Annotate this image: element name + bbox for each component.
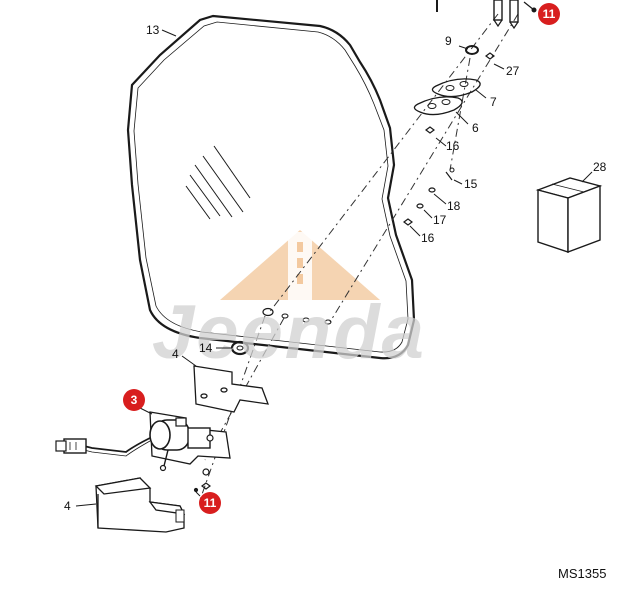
glass-holes (262, 307, 332, 325)
highlight-callouts: 11 3 11 (123, 3, 560, 514)
svg-text:3: 3 (131, 393, 138, 407)
svg-text:11: 11 (543, 7, 556, 21)
callout-17: 17 (433, 213, 447, 227)
callout-13: 13 (146, 23, 160, 37)
glass-panel (126, 14, 416, 360)
callout-15: 15 (464, 177, 478, 191)
svg-text:11: 11 (204, 496, 217, 510)
callout-16-upper: 16 (446, 139, 460, 153)
callout-27: 27 (506, 64, 520, 78)
cover-part-4 (94, 477, 186, 533)
callout-14: 14 (199, 341, 213, 355)
callout-16-lower: 16 (421, 231, 435, 245)
watermark-text: Jeenda (152, 290, 426, 375)
callout-9: 9 (445, 34, 452, 48)
callout-labels: 13 9 27 7 6 16 15 18 17 16 28 14 4 4 (64, 23, 607, 513)
callout-28: 28 (593, 160, 607, 174)
wire-harness (55, 437, 151, 457)
box-part-28 (535, 177, 603, 254)
watermark-logo (220, 230, 380, 300)
highlight-callout-11-top: 11 (538, 3, 560, 25)
diagram-code: MS1355 (558, 566, 606, 581)
lower-hardware (193, 468, 211, 493)
bracket-plate (193, 365, 269, 413)
highlight-callout-3: 3 (123, 389, 145, 411)
wiper-motor (149, 411, 231, 472)
callout-18: 18 (447, 199, 461, 213)
assembly-lines (199, 13, 519, 501)
highlight-callout-11-bottom: 11 (199, 492, 221, 514)
callout-6: 6 (472, 121, 479, 135)
leader-lines (75, 29, 593, 507)
callout-4-upper: 4 (172, 347, 179, 361)
callout-7: 7 (490, 95, 497, 109)
top-hardware (403, 0, 537, 226)
callout-4-lower: 4 (64, 499, 71, 513)
